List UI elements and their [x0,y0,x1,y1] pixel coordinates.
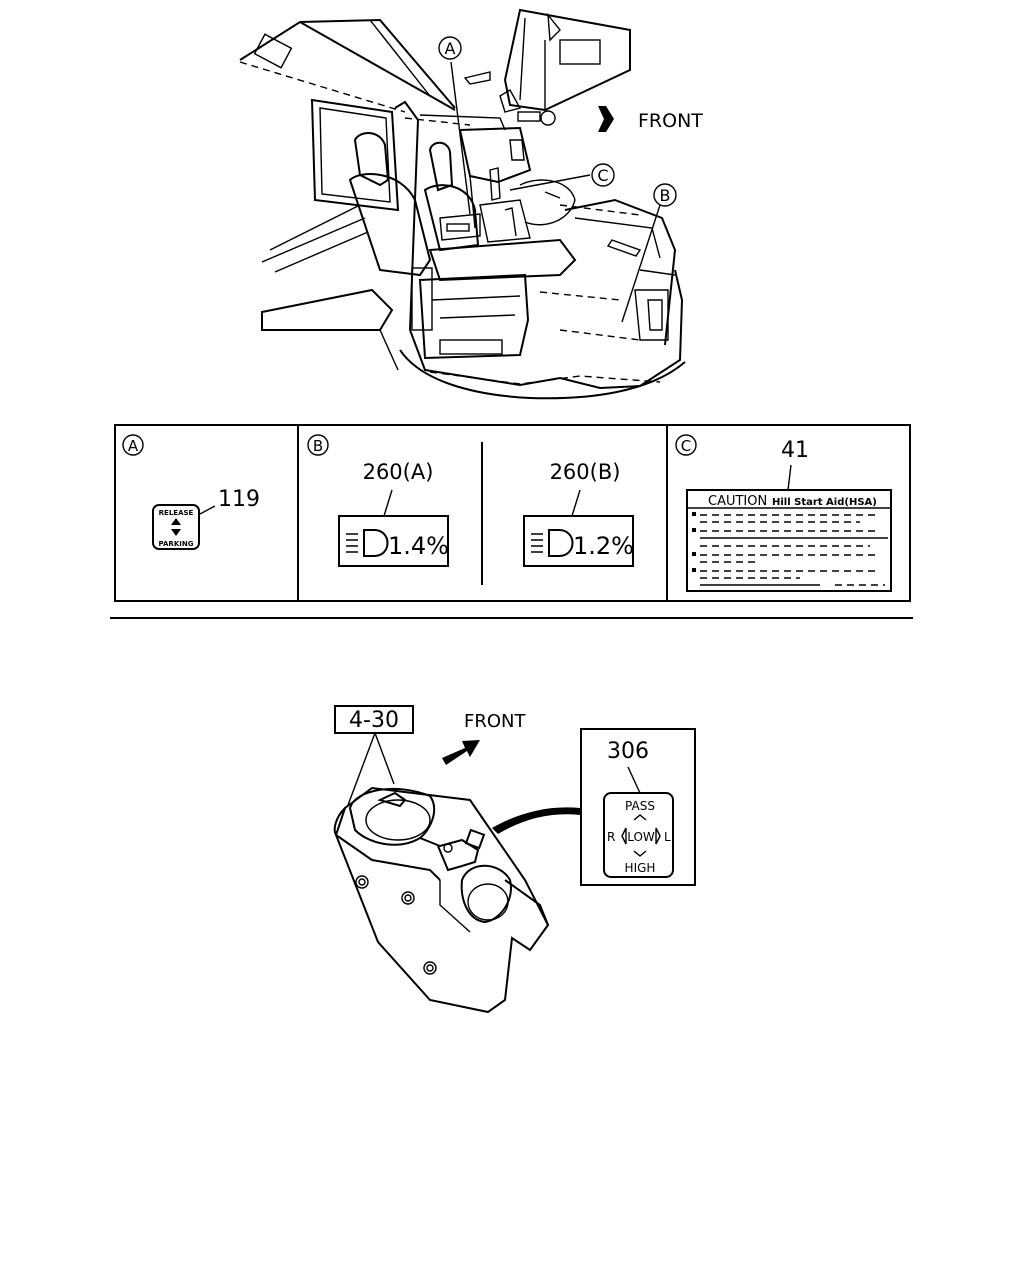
svg-text:LOW: LOW [627,830,655,844]
arrow-down-icon [171,529,181,536]
headlamp-icon [346,529,389,557]
part-no-119: 119 [218,487,260,512]
svg-text:Hill Start Aid(HSA): Hill Start Aid(HSA) [772,497,877,508]
combination-switch-body [333,786,550,1014]
detail-box-306: 306 PASS R LOW L HIGH [580,728,696,886]
ref-leader-lines [347,732,395,806]
arrow-up-icon [171,518,181,525]
cell-c-letter: C [681,437,691,455]
hsa-caution-label [686,489,892,592]
headlamp-level-label-b [523,515,634,567]
svg-text:HIGH: HIGH [625,861,656,875]
svg-text:1.2%: 1.2% [573,532,634,560]
arrow-right-icon [655,827,661,845]
svg-text:PARKING: PARKING [159,540,194,548]
svg-text:4-30: 4-30 [349,708,399,733]
callout-a: A [438,36,462,60]
headlamp-level-label-a [338,515,449,567]
svg-text:B: B [660,186,671,205]
front-label-top: FRONT [638,110,703,132]
svg-text:1.4%: 1.4% [388,532,449,560]
parking-brake-label [152,504,200,550]
label-table [114,424,911,602]
cab-interior-illustration [239,8,686,400]
caution-text-lines [692,512,888,586]
svg-text:L: L [664,830,671,844]
front-arrow-icon [442,740,480,765]
svg-text:RELEASE: RELEASE [159,509,194,517]
part-no-306: 306 [607,739,649,764]
detail-leader [492,807,580,834]
front-label-bottom: FRONT [464,711,526,732]
part-no-260b: 260(B) [550,460,621,484]
table-cell-c: C 41 CAUTION Hill Start Aid(HSA) [675,434,892,592]
cell-a-letter: A [128,437,139,455]
part-no-260a: 260(A) [363,460,434,484]
part-no-41: 41 [781,438,809,463]
svg-text:C: C [597,166,608,185]
svg-text:A: A [445,39,456,58]
table-cell-a: A 119 RELEASE PARKING [122,434,260,550]
callout-b: B [653,183,677,207]
svg-text:CAUTION: CAUTION [708,494,767,509]
table-cell-b: B 260(A) 1.4% 260(B) 1.2% [307,434,634,567]
headlamp-icon [531,529,574,557]
svg-text:R: R [607,830,615,844]
headlight-switch-label [603,792,674,878]
arrow-down-icon [633,850,647,857]
front-arrow-icon [598,106,614,132]
ref-box-4-30: 4-30 [334,705,414,734]
arrow-left-icon [621,827,627,845]
callout-c: C [591,163,615,187]
arrow-up-icon [633,814,647,821]
cell-b-letter: B [313,437,323,455]
svg-text:PASS: PASS [625,799,655,813]
